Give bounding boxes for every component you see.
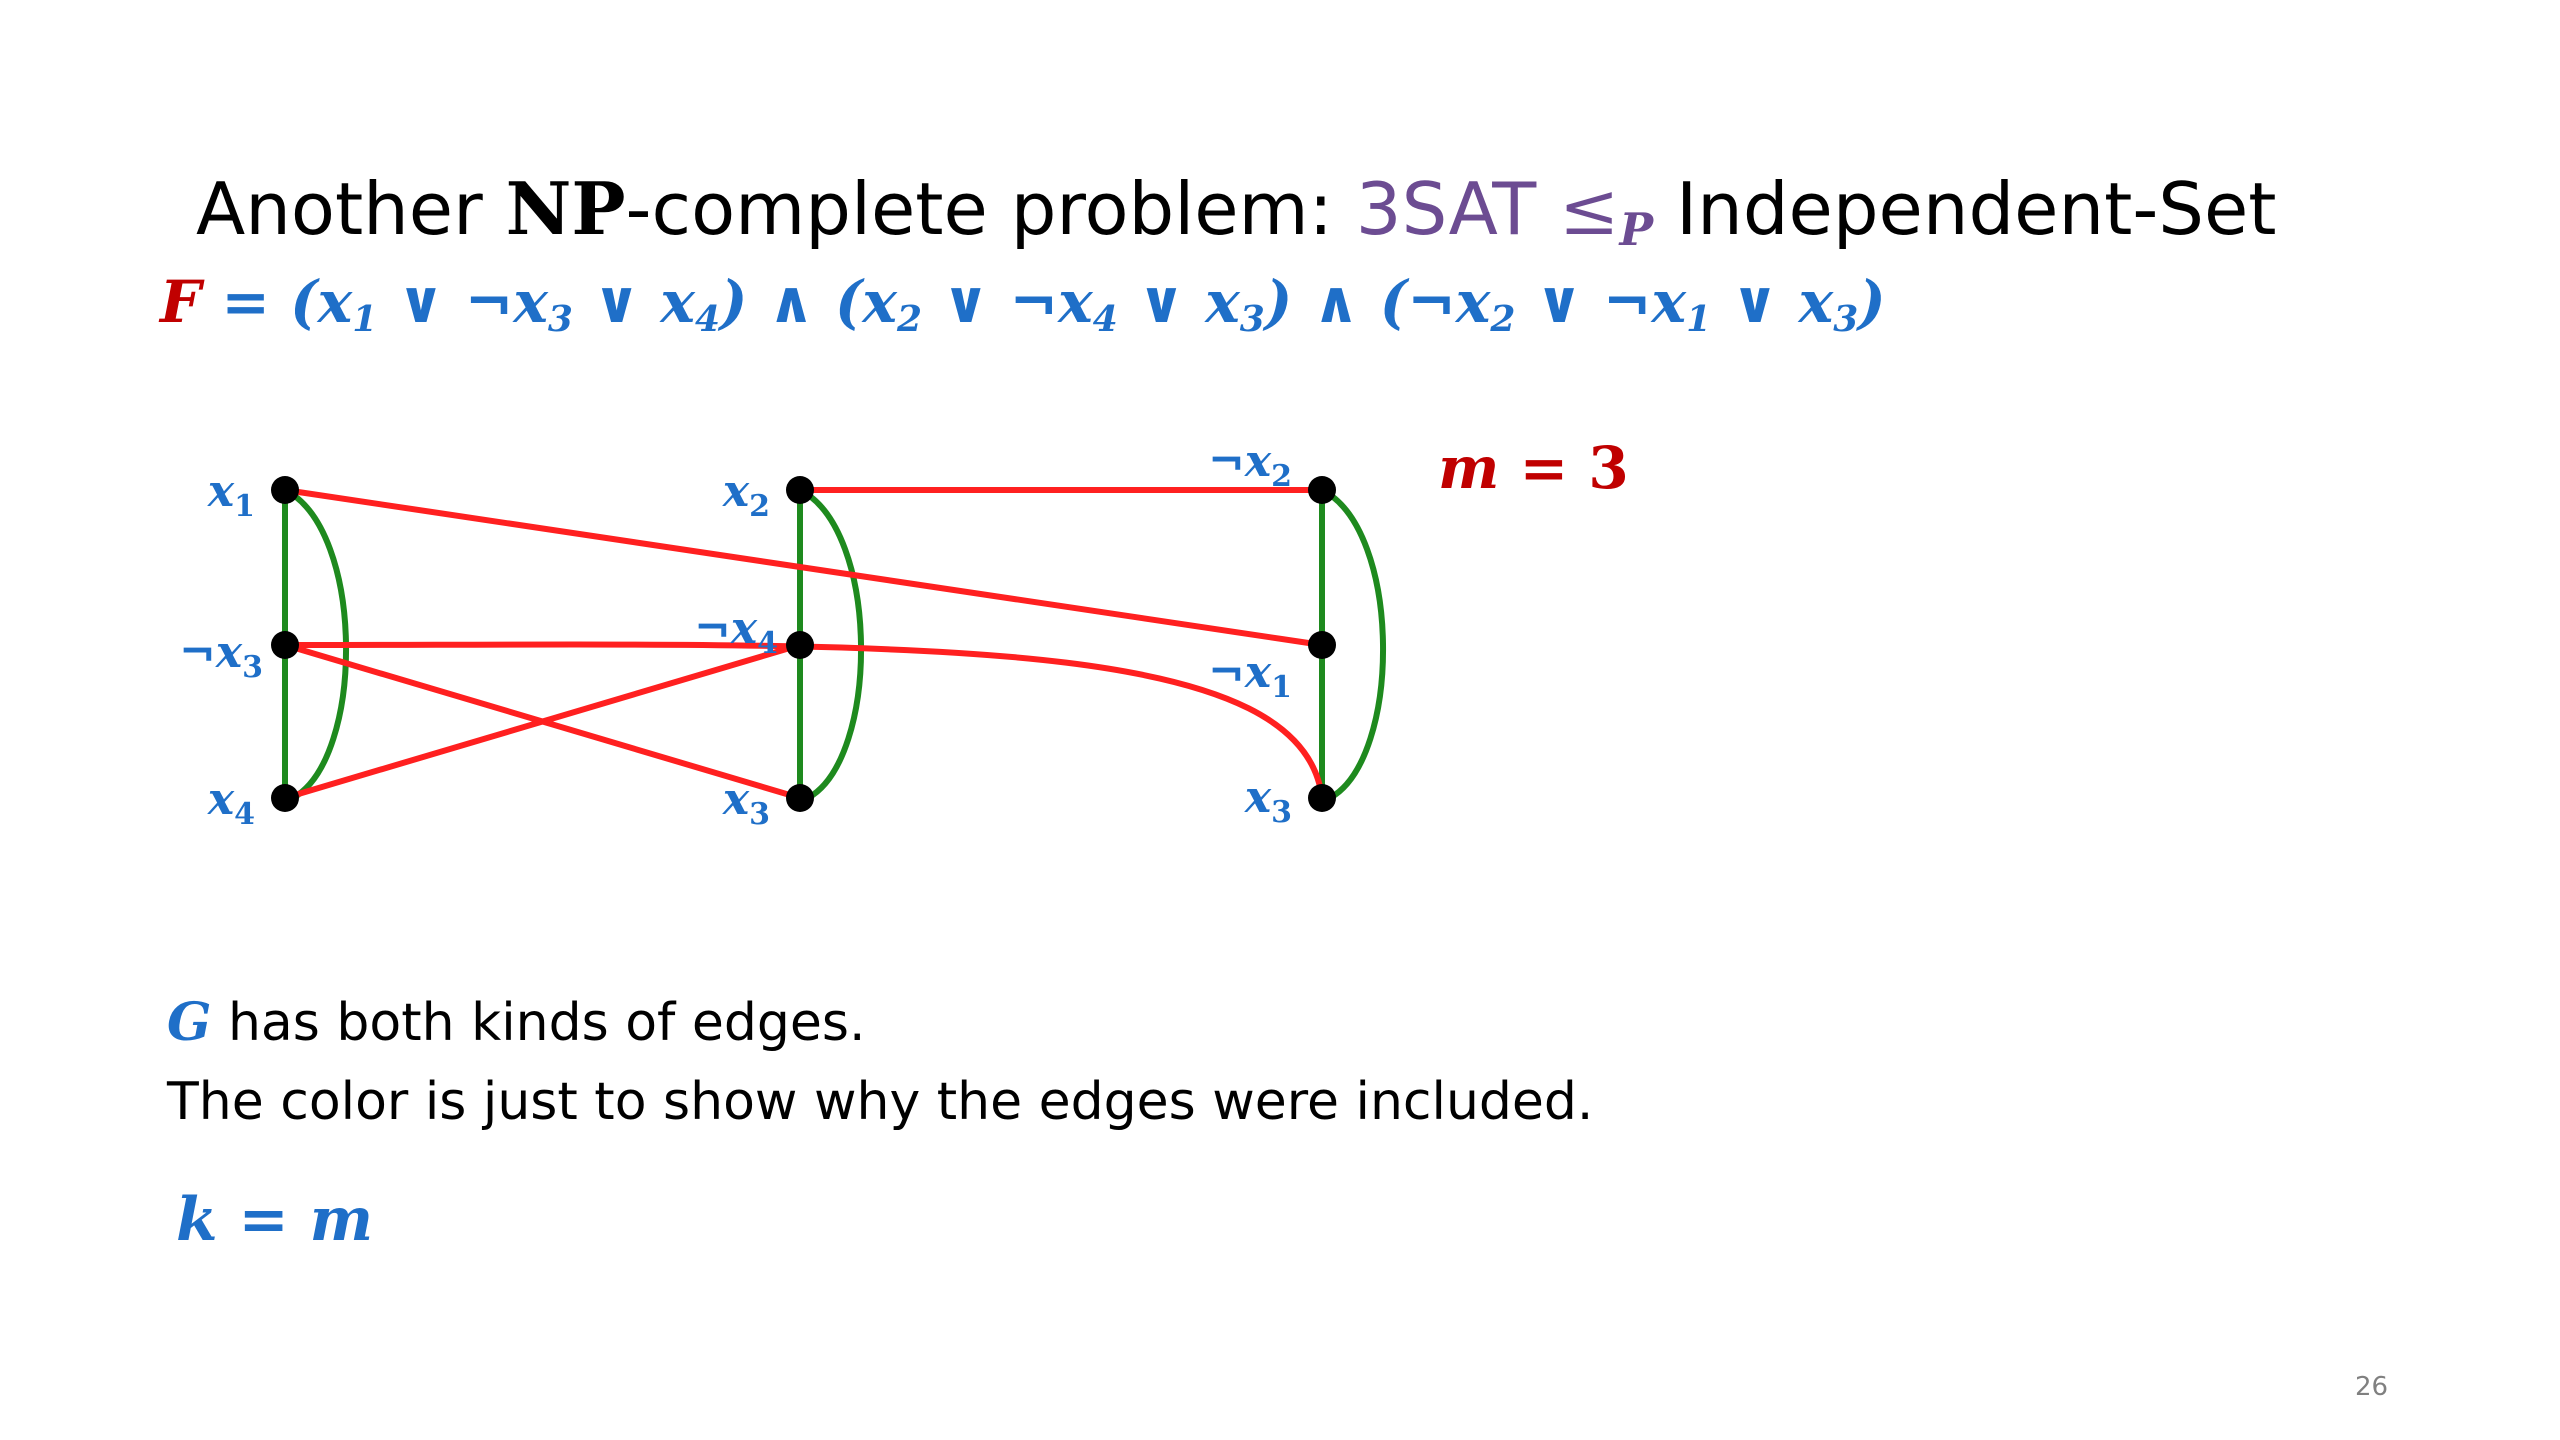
clause-2-part-b: ∨ ¬x bbox=[922, 268, 1093, 336]
k-eq-sign: = bbox=[217, 1185, 310, 1255]
clause-edge-c1-c3 bbox=[1320, 487, 1386, 801]
text-g-line: G has both kinds of edges. bbox=[167, 992, 866, 1053]
clause-2-sub-1: 2 bbox=[897, 297, 923, 340]
conflict-edges bbox=[284, 487, 1325, 801]
node-label-a3: x4 bbox=[207, 774, 255, 832]
clause-3-sub-2: 1 bbox=[1686, 297, 1712, 340]
title-np: NP bbox=[505, 166, 626, 251]
m-eq-sign: = bbox=[1499, 434, 1589, 502]
clause-1-close: ) bbox=[720, 268, 748, 336]
clause-3-part-c: ∨ x bbox=[1711, 268, 1834, 336]
clause-3-sub-1: 2 bbox=[1490, 297, 1516, 340]
conflict-edge-a3-b2 bbox=[284, 642, 801, 801]
clause-1-part-c: ∨ x bbox=[572, 268, 695, 336]
clause-3: (¬x2 ∨ ¬x1 ∨ x3) bbox=[1379, 268, 1886, 340]
clause-3-part-b: ∨ ¬x bbox=[1515, 268, 1687, 336]
node-label-c3: x3 bbox=[1244, 772, 1292, 830]
clause-2-close: ) bbox=[1264, 268, 1293, 336]
page-number: 26 bbox=[2355, 1372, 2389, 1402]
node-b3 bbox=[786, 784, 814, 812]
clause-1-sub-2: 3 bbox=[547, 297, 573, 340]
slide-title: Another NP-complete problem: 3SAT ≤P Ind… bbox=[196, 166, 2277, 256]
clause-1-sub-3: 4 bbox=[695, 297, 721, 340]
formula: F = (x1 ∨ ¬x3 ∨ x4) ∧ (x2 ∨ ¬x4 ∨ x3) ∧ … bbox=[160, 268, 1886, 340]
m-equation: m = 3 bbox=[1438, 434, 1629, 502]
formula-rhs: = (x1 ∨ ¬x3 ∨ x4) ∧ (x2 ∨ ¬x4 ∨ x3) ∧ (¬… bbox=[201, 268, 1886, 340]
node-label-a1: x1 bbox=[207, 466, 255, 524]
title-mid: -complete problem: bbox=[625, 167, 1356, 251]
clause-2-sub-3: 3 bbox=[1239, 297, 1265, 340]
conflict-edge-a1-c2 bbox=[284, 487, 1323, 648]
node-label-c1: ¬x2 bbox=[1208, 436, 1292, 494]
conflict-edge-a2-c3 bbox=[284, 641, 1325, 799]
node-a1 bbox=[271, 476, 299, 504]
clause-3-close: ) bbox=[1858, 268, 1886, 336]
node-c2 bbox=[1308, 631, 1336, 659]
clause-2-sub-2: 4 bbox=[1092, 297, 1118, 340]
node-c1 bbox=[1308, 476, 1336, 504]
node-b1 bbox=[786, 476, 814, 504]
node-b2 bbox=[786, 631, 814, 659]
clause-2-part-c: ∨ x bbox=[1117, 268, 1240, 336]
clause-2-part-a: (x bbox=[834, 268, 897, 336]
k-equation: k = m bbox=[176, 1185, 373, 1255]
text-color-line: The color is just to show why the edges … bbox=[167, 1072, 1594, 1132]
node-c3 bbox=[1308, 784, 1336, 812]
clause-1-sub-1: 1 bbox=[352, 297, 378, 340]
title-suffix: Independent-Set bbox=[1653, 167, 2277, 251]
clause-1-part-b: ∨ ¬x bbox=[377, 268, 548, 336]
node-label-a2: ¬x3 bbox=[179, 627, 263, 685]
formula-and-1: ∧ bbox=[747, 268, 835, 336]
clause-3-part-a: (¬x bbox=[1379, 268, 1491, 336]
clause-2: (x2 ∨ ¬x4 ∨ x3) bbox=[834, 268, 1293, 340]
node-a2 bbox=[271, 631, 299, 659]
title-leq: ≤ bbox=[1559, 167, 1620, 251]
node-label-b2: ¬x4 bbox=[694, 603, 778, 661]
node-labels: x1 ¬x3 x4 x2 ¬x4 x3 ¬x2 ¬x1 x3 bbox=[179, 436, 1292, 832]
m-symbol: m bbox=[1438, 434, 1500, 502]
title-p-sub: P bbox=[1619, 203, 1654, 257]
title-prefix: Another bbox=[196, 167, 506, 251]
title-3sat: 3SAT bbox=[1355, 167, 1560, 251]
k-symbol: k bbox=[176, 1185, 218, 1255]
k-value: m bbox=[309, 1185, 374, 1255]
clause-edge-b1-b3 bbox=[798, 487, 864, 801]
node-label-b1: x2 bbox=[722, 466, 770, 524]
clause-1-part-a: (x bbox=[290, 268, 353, 336]
graph-nodes bbox=[271, 476, 1336, 812]
formula-lhs: F bbox=[160, 268, 202, 336]
node-a3 bbox=[271, 784, 299, 812]
node-label-b3: x3 bbox=[722, 774, 770, 832]
node-label-c2: ¬x1 bbox=[1208, 647, 1292, 705]
formula-and-2: ∧ bbox=[1292, 268, 1380, 336]
m-value: 3 bbox=[1588, 434, 1629, 502]
formula-eq: = bbox=[201, 268, 291, 336]
title-reduction: 3SAT ≤P bbox=[1355, 167, 1653, 256]
g-symbol: G bbox=[167, 992, 212, 1053]
g-text: has both kinds of edges. bbox=[211, 993, 866, 1053]
clause-1: (x1 ∨ ¬x3 ∨ x4) bbox=[290, 268, 748, 340]
clause-3-sub-3: 3 bbox=[1833, 297, 1859, 340]
